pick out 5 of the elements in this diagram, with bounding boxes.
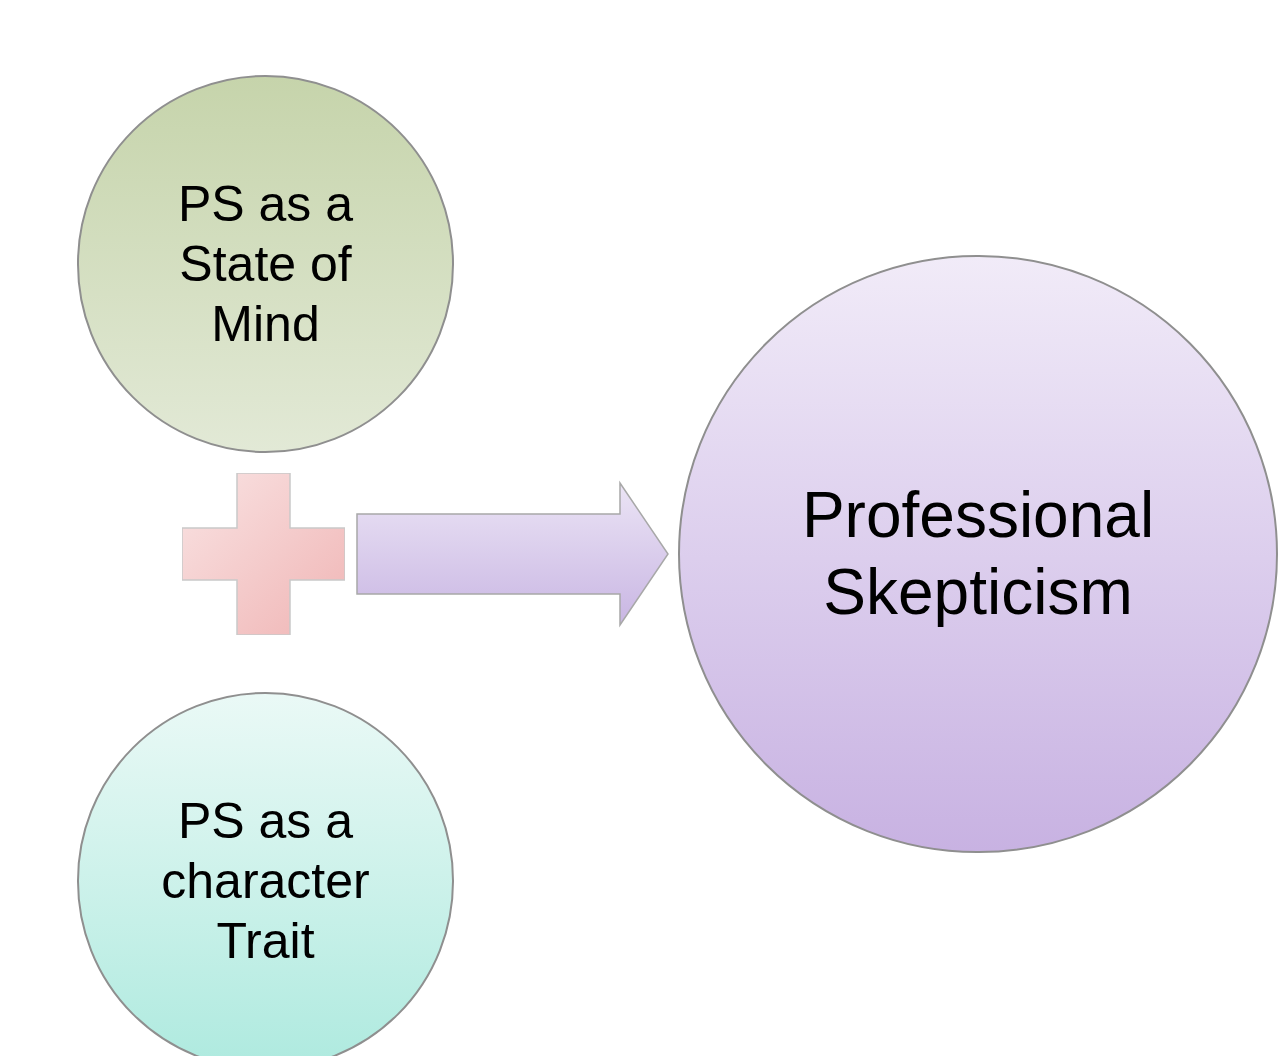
node-label: PS as a character Trait bbox=[160, 792, 371, 971]
node-label: PS as a State of Mind bbox=[176, 175, 355, 354]
plus-sign bbox=[182, 473, 345, 635]
node-label: Professional Skepticism bbox=[800, 478, 1156, 630]
block-arrow bbox=[356, 480, 669, 628]
